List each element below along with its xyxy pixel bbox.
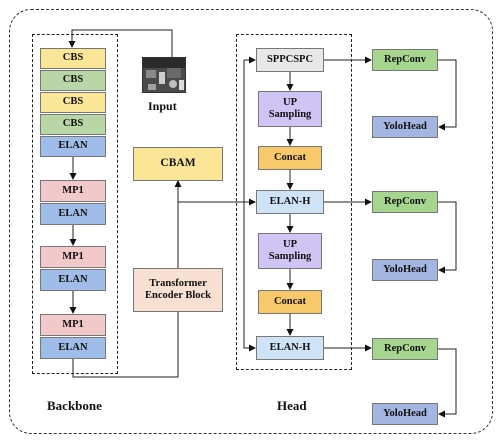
head-upsampling-1: UP Sampling bbox=[258, 91, 322, 127]
backbone-elan-4: ELAN bbox=[40, 337, 106, 359]
head-concat-2: Concat bbox=[258, 290, 322, 314]
repconv-1: RepConv bbox=[372, 49, 438, 71]
overall-frame bbox=[9, 9, 493, 434]
head-elan-h-2: ELAN-H bbox=[256, 336, 324, 360]
backbone-cbs-4: CBS bbox=[40, 114, 106, 135]
backbone-elan-3: ELAN bbox=[40, 269, 106, 291]
transformer-encoder-block: Transformer Encoder Block bbox=[133, 268, 223, 312]
head-elan-h-1: ELAN-H bbox=[256, 190, 324, 214]
head-label: Head bbox=[277, 398, 307, 413]
head-upsampling-2: UP Sampling bbox=[258, 233, 322, 269]
input-label: Input bbox=[148, 99, 177, 113]
backbone-mp1-2: MP1 bbox=[40, 246, 106, 268]
backbone-elan-2: ELAN bbox=[40, 203, 106, 225]
backbone-elan-1: ELAN bbox=[40, 136, 106, 157]
backbone-label: Backbone bbox=[47, 398, 102, 413]
repconv-3: RepConv bbox=[372, 338, 438, 360]
backbone-group bbox=[32, 34, 118, 374]
backbone-mp1-3: MP1 bbox=[40, 314, 106, 336]
input-image bbox=[142, 57, 186, 93]
repconv-2: RepConv bbox=[372, 191, 438, 213]
backbone-cbs-1: CBS bbox=[40, 48, 106, 69]
head-concat-1: Concat bbox=[258, 146, 322, 170]
yolohead-1: YoloHead bbox=[372, 116, 438, 138]
yolohead-3: YoloHead bbox=[372, 403, 438, 425]
thermal-scene-image-icon bbox=[143, 58, 185, 92]
backbone-mp1-1: MP1 bbox=[40, 180, 106, 202]
backbone-cbs-2: CBS bbox=[40, 70, 106, 91]
backbone-cbs-3: CBS bbox=[40, 92, 106, 113]
head-sppcspc: SPPCSPC bbox=[256, 48, 324, 72]
yolohead-2: YoloHead bbox=[372, 259, 438, 281]
